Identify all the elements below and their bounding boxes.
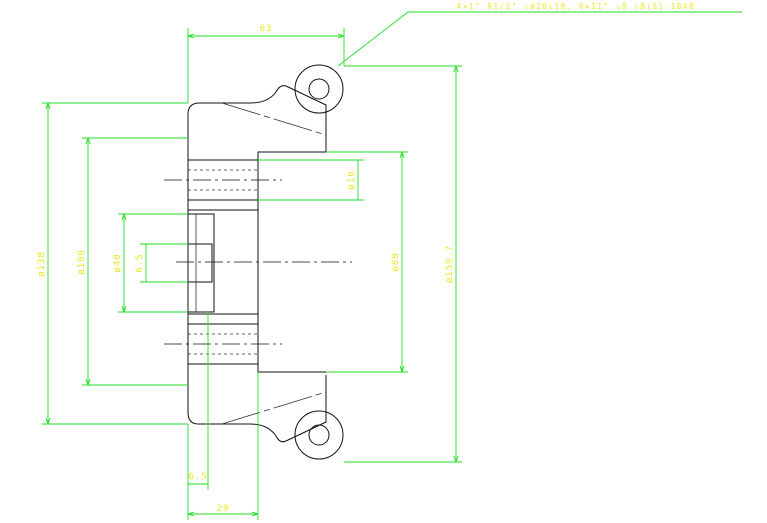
note-leader bbox=[337, 11, 742, 67]
dim-6-5-horizontal: 6.5 bbox=[188, 472, 207, 482]
dim-6-5-vertical: 6.5 bbox=[135, 253, 145, 272]
dim-159-7: ø159.7 bbox=[445, 245, 455, 284]
dim-63: 63 bbox=[260, 24, 273, 34]
bottom-lug-hole bbox=[308, 424, 330, 446]
upper-bore bbox=[188, 159, 258, 211]
top-lug-outer bbox=[294, 64, 344, 114]
dimension-labels: 63 4×1" R1/2" ↓ø20↓18, 6×11" ↓8 ↓8(S1-18… bbox=[37, 2, 696, 514]
dim-100: ø100 bbox=[77, 249, 87, 275]
central-bore bbox=[188, 213, 215, 313]
lower-bore bbox=[188, 313, 258, 365]
dim-40: ø40 bbox=[113, 253, 123, 272]
dim-138: ø138 bbox=[37, 251, 47, 277]
bottom-lug-outer bbox=[294, 410, 344, 460]
top-hidden-line bbox=[221, 102, 327, 136]
drawing-note: 4×1" R1/2" ↓ø20↓18, 6×11" ↓8 ↓8(S1-1848 bbox=[457, 2, 696, 11]
dim-29: 29 bbox=[217, 504, 230, 514]
part-outline bbox=[187, 85, 327, 443]
dim-16: ø16 bbox=[347, 170, 357, 189]
top-lug-hole bbox=[308, 78, 330, 100]
bottom-hidden-line bbox=[221, 391, 327, 425]
dimension-lines bbox=[42, 11, 742, 520]
dim-88: ø88 bbox=[391, 252, 401, 271]
center-lines bbox=[164, 179, 352, 345]
